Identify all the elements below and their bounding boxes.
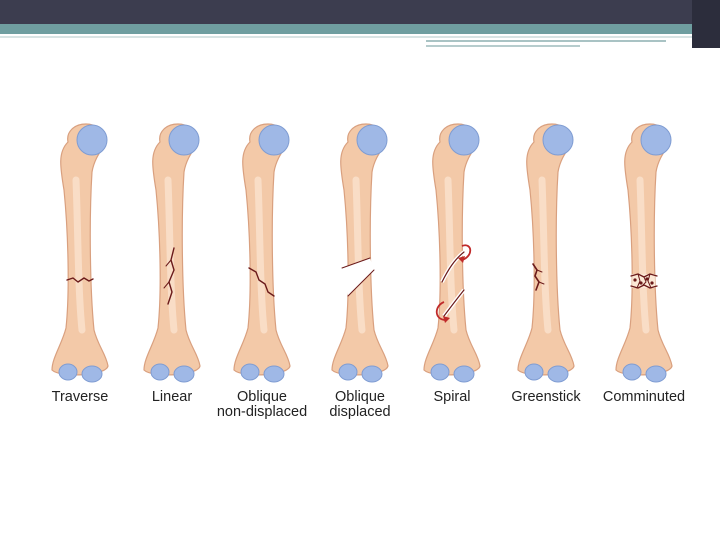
condyle-left — [525, 364, 543, 380]
slide-divider-line — [0, 36, 692, 38]
bone-fragment — [639, 281, 642, 284]
condyle-right — [264, 366, 284, 382]
femur-linear — [144, 124, 200, 382]
condyle-left — [339, 364, 357, 380]
femur-displaced — [332, 124, 388, 382]
slide-accent-line — [426, 40, 666, 42]
bone-fragment — [645, 277, 648, 280]
condyle-right — [82, 366, 102, 382]
condyle-right — [174, 366, 194, 382]
femoral-head — [449, 125, 479, 155]
bone-fragment — [633, 278, 636, 281]
condyle-right — [454, 366, 474, 382]
slide-header-accent — [692, 0, 720, 48]
condyle-right — [548, 366, 568, 382]
condyle-left — [431, 364, 449, 380]
femoral-head — [543, 125, 573, 155]
slide-accent-line-short — [426, 45, 580, 47]
bone-fragment — [650, 281, 653, 284]
condyle-left — [241, 364, 259, 380]
femur-greenstick — [518, 124, 574, 382]
femoral-head — [357, 125, 387, 155]
femur-comminuted — [616, 124, 672, 382]
condyle-left — [623, 364, 641, 380]
slide-teal-band — [0, 24, 692, 34]
femur-oblique — [234, 124, 290, 382]
fracture-label-comminuted: Comminuted — [584, 390, 704, 405]
femoral-head — [169, 125, 199, 155]
femur-illustrations — [40, 120, 700, 390]
condyle-left — [59, 364, 77, 380]
condyle-right — [362, 366, 382, 382]
femoral-head — [259, 125, 289, 155]
femoral-head — [641, 125, 671, 155]
femur-transverse — [52, 124, 108, 382]
condyle-left — [151, 364, 169, 380]
femur-spiral — [424, 124, 480, 382]
condyle-right — [646, 366, 666, 382]
slide-header-band — [0, 0, 720, 24]
femoral-head — [77, 125, 107, 155]
